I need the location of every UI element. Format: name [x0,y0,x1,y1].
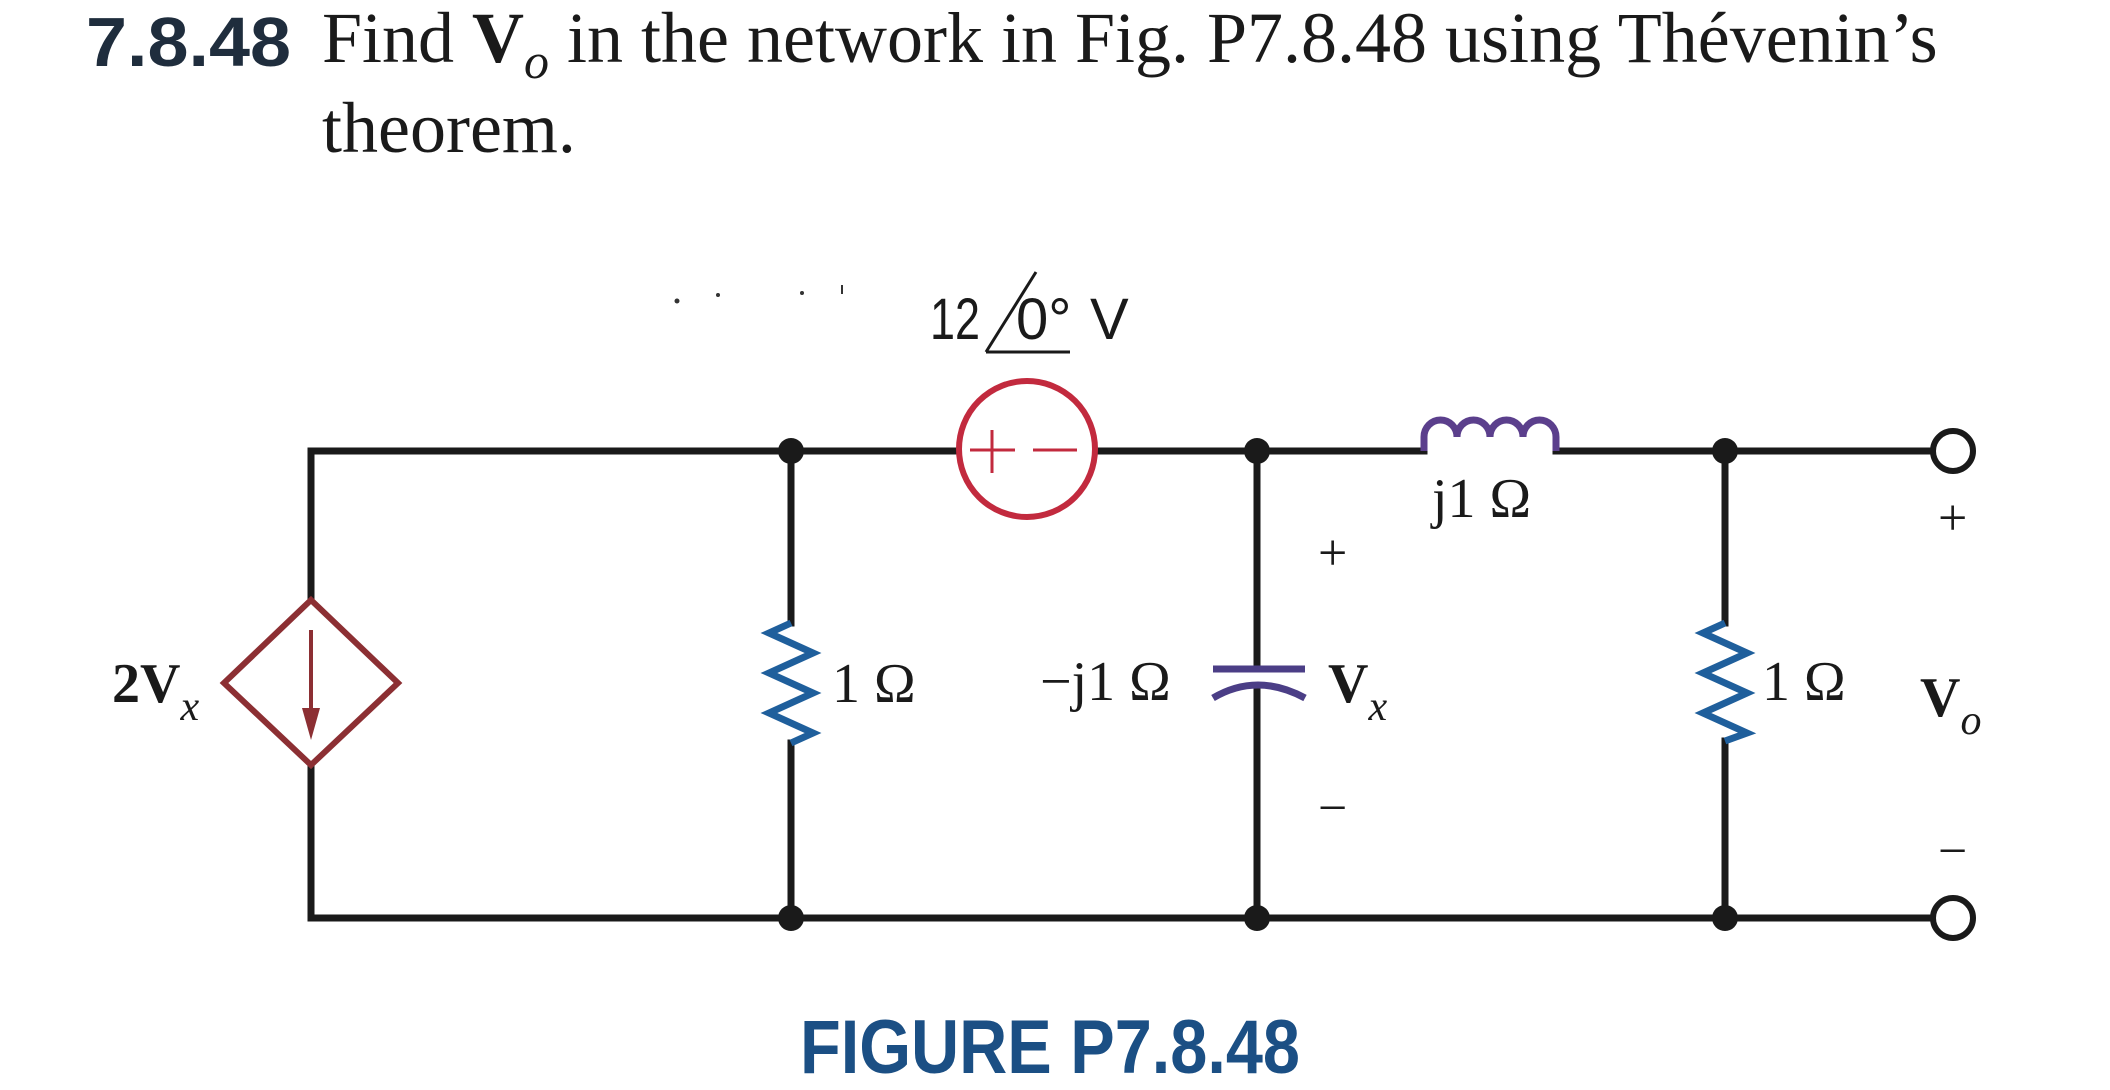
statement-variable-subscript: o [524,33,549,89]
capacitor-label: −j1 Ω [1040,651,1171,713]
output-terminal-top [1930,428,1976,474]
statement-prefix: Find [322,0,472,78]
problem-number: 7.8.48 [86,3,291,81]
junction-nodes [778,438,1738,931]
node-dot [778,438,804,464]
resistor-zigzag-icon [1694,619,1757,745]
node-dot [1712,438,1738,464]
resistor-left: 1 Ω [760,619,916,747]
dependent-current-source: 2Vx [112,595,403,770]
vo-label: Vo [1920,667,1981,744]
node-dot [1712,905,1738,931]
vo-indicator: + Vo − [1920,490,1981,880]
vx-indicator: + Vx − [1318,525,1387,837]
dependent-source-label: 2Vx [112,653,199,730]
resistor-right: 1 Ω [1694,619,1846,745]
voltage-source: 12 0° V [930,271,1129,520]
scan-specks [674,285,843,304]
ac-voltage-source-icon [956,378,1098,520]
problem-text-line-2: theorem. [322,88,576,168]
statement-variable: V [472,0,524,78]
svg-text:12: 12 [930,287,980,352]
capacitor: −j1 Ω [1040,651,1307,713]
vo-plus: + [1938,490,1967,547]
node-dot [778,905,804,931]
inductor-label: j1 Ω [1430,468,1531,530]
angle-symbol-icon [984,271,1038,353]
vx-minus: − [1318,780,1347,837]
node-dot [1244,438,1270,464]
resistor-right-label: 1 Ω [1762,651,1846,713]
vx-plus: + [1318,525,1347,582]
inductor: j1 Ω [1420,416,1560,530]
statement-suffix: in the network in Fig. P7.8.48 using Thé… [549,0,1938,78]
vo-minus: − [1938,823,1967,880]
voltage-source-label: 12 0° V [930,271,1129,354]
problem-text-line-1: Find Vo in the network in Fig. P7.8.48 u… [322,0,1938,89]
inductor-coil-icon [1420,416,1560,451]
vx-label: Vx [1328,653,1387,730]
svg-text:0°: 0° [1016,287,1071,352]
resistor-zigzag-icon [760,619,822,747]
resistor-left-label: 1 Ω [832,653,916,715]
problem-statement: 7.8.48 Find Vo in the network in Fig. P7… [86,0,1938,168]
output-terminal-bottom [1930,895,1976,941]
figure-caption: FIGURE P7.8.48 [800,1005,1300,1090]
svg-text:V: V [1090,287,1129,352]
wires [307,447,1937,922]
node-dot [1244,905,1270,931]
output-terminals [1930,428,1976,941]
